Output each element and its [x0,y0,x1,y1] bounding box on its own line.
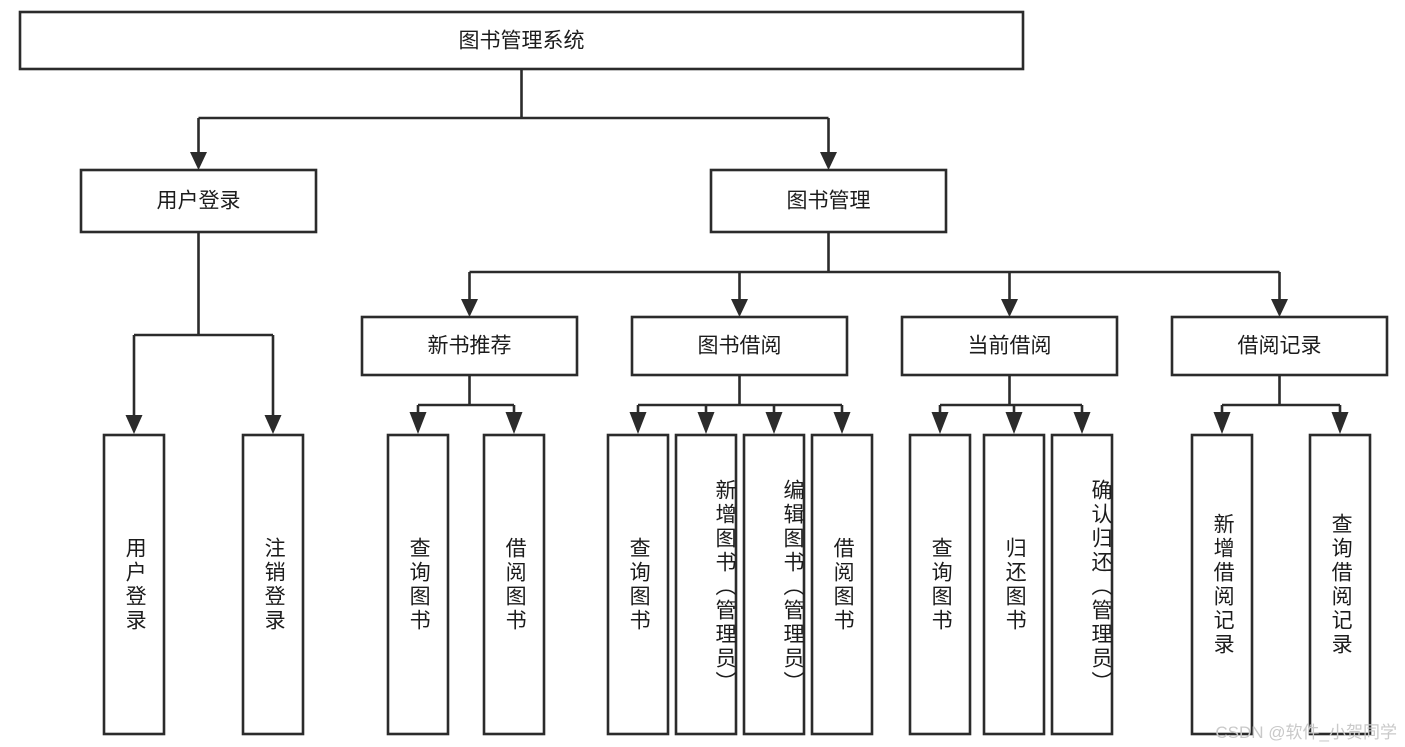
node-leaf-edit-book-box[interactable] [742,433,806,736]
arrow-head-leaf-user-login [125,415,143,434]
edge-group-borrow-record [1213,375,1349,434]
node-borrow-record-label: 借阅记录 [1238,335,1322,358]
node-new-book-rec[interactable]: 新书推荐 [360,315,579,377]
arrow-head-book-borrow [731,299,748,317]
node-book-manage-box[interactable] [709,168,948,234]
node-root-label: 图书管理系统 [459,30,585,53]
arrow-head-leaf-confirm-return [1073,412,1091,434]
edge-group-current-borrow [931,375,1091,434]
node-root[interactable]: 图书管理系统 [18,10,1025,71]
node-leaf-query-book-1-box[interactable] [386,433,450,736]
arrow-head-leaf-query-book-3 [931,412,949,434]
arrow-head-borrow-record [1271,299,1288,317]
node-leaf-confirm-return-box[interactable] [1050,433,1114,736]
arrow-head-leaf-add-record [1213,412,1231,434]
arrow-head-leaf-return-book [1005,412,1023,434]
arrow-head-leaf-query-book-1 [409,412,427,434]
node-leaf-query-book-2-box[interactable] [606,433,670,736]
node-book-manage[interactable]: 图书管理 [709,168,948,234]
node-current-borrow[interactable]: 当前借阅 [900,315,1119,377]
arrow-head-leaf-borrow-book-1 [505,412,523,434]
node-book-manage-label: 图书管理 [787,190,871,213]
arrow-head-leaf-add-book [697,412,715,434]
arrow-head-leaf-logout [264,415,282,434]
node-leaf-query-record-box[interactable] [1308,433,1372,736]
arrow-head-leaf-edit-book [765,412,783,434]
node-root-box[interactable] [18,10,1025,71]
node-leaf-add-record-box[interactable] [1190,433,1254,736]
arrow-head-leaf-query-record [1331,412,1349,434]
node-leaf-logout-box[interactable] [241,433,305,736]
node-user-login-label: 用户登录 [157,190,241,213]
edge-group-book-manage [461,232,1288,317]
node-leaf-borrow-book-1-box[interactable] [482,433,546,736]
node-leaf-return-book-box[interactable] [982,433,1046,736]
arrow-head-leaf-query-book-2 [629,412,647,434]
node-leaf-add-book-box[interactable] [674,433,738,736]
node-leaf-query-book-3-box[interactable] [908,433,972,736]
node-book-borrow-box[interactable] [630,315,849,377]
edge-group-root [190,69,837,170]
edge-group-book-borrow [629,375,851,434]
node-borrow-record-box[interactable] [1170,315,1389,377]
node-borrow-record[interactable]: 借阅记录 [1170,315,1389,377]
arrow-head-leaf-borrow-book-2 [833,412,851,434]
node-book-borrow[interactable]: 图书借阅 [630,315,849,377]
node-current-borrow-label: 当前借阅 [968,335,1052,358]
arrow-head-new-book-rec [461,299,478,317]
node-leaf-borrow-book-2-box[interactable] [810,433,874,736]
node-leaf-user-login-box[interactable] [102,433,166,736]
watermark-text: CSDN @软件_小贺同学 [1215,723,1397,742]
edge-group-new-book-rec [409,375,523,434]
arrow-head-current-borrow [1001,299,1018,317]
node-user-login-box[interactable] [79,168,318,234]
node-new-book-rec-box[interactable] [360,315,579,377]
arrow-head-book-manage [820,152,837,170]
arrow-head-user-login [190,152,207,170]
node-new-book-rec-label: 新书推荐 [428,335,512,358]
edge-group-user-login [125,232,282,434]
node-current-borrow-box[interactable] [900,315,1119,377]
node-book-borrow-label: 图书借阅 [698,335,782,358]
node-user-login[interactable]: 用户登录 [79,168,318,234]
